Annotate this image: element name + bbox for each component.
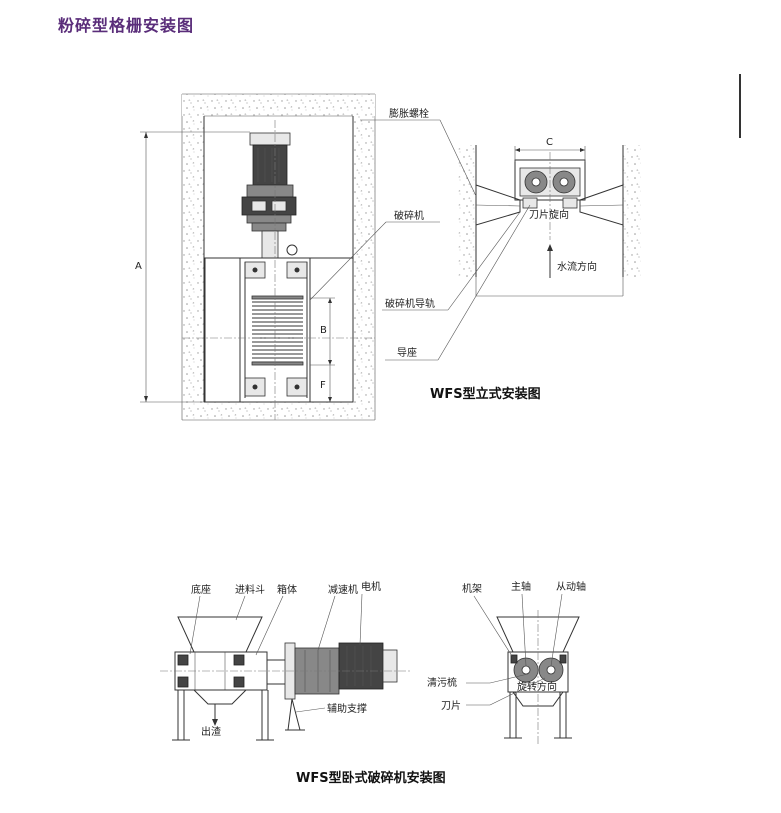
vertical-labels: 膨胀螺栓 破碎机 破碎机导轨 导座 <box>309 107 531 361</box>
dimension-f: F <box>320 380 326 391</box>
dimension-a: A <box>135 261 142 272</box>
horizontal-side-view: 旋转方向 <box>496 610 580 745</box>
side-view-labels: 机架 主轴 从动轴 清污梳 刀片 <box>427 580 586 712</box>
side-rule <box>739 74 741 138</box>
label-expansion-bolt: 膨胀螺栓 <box>389 107 429 120</box>
vertical-dimensions: A B F <box>135 131 335 403</box>
vertical-crusher-body <box>182 120 375 420</box>
label-cleaning-comb: 清污梳 <box>427 676 457 689</box>
vertical-motor-assembly <box>241 132 298 259</box>
label-crusher-rail: 破碎机导轨 <box>385 297 435 310</box>
page-title: 粉碎型格栅安装图 <box>58 16 195 35</box>
label-crusher: 破碎机 <box>394 209 424 222</box>
cutter-stack <box>251 295 304 366</box>
label-feed-hopper: 进料斗 <box>235 583 265 596</box>
label-motor: 电机 <box>361 580 381 593</box>
label-rotation-direction: 旋转方向 <box>517 680 557 693</box>
horizontal-machine: 出渣 <box>160 616 410 741</box>
plan-view: C 刀片旋向 水流方向 <box>458 137 641 297</box>
label-main-shaft: 主轴 <box>511 580 531 593</box>
dimension-b: B <box>320 325 327 336</box>
dimension-c: C <box>546 137 553 148</box>
horizontal-labels: 底座 进料斗 箱体 减速机 电机 辅助支撑 <box>189 580 381 715</box>
label-reducer: 减速机 <box>328 583 358 596</box>
label-blade: 刀片 <box>441 699 461 712</box>
label-base: 底座 <box>191 583 211 596</box>
label-water-flow: 水流方向 <box>557 260 597 273</box>
vertical-caption: WFS型立式安装图 <box>430 386 541 402</box>
label-housing: 箱体 <box>277 583 297 596</box>
vertical-channel <box>181 93 376 421</box>
label-outlet: 出渣 <box>201 725 221 738</box>
horizontal-caption: WFS型卧式破碎机安装图 <box>296 770 446 786</box>
label-blade-rotation: 刀片旋向 <box>529 208 569 221</box>
label-frame: 机架 <box>462 582 482 595</box>
label-aux-support: 辅助支撑 <box>327 702 367 715</box>
label-driven-shaft: 从动轴 <box>556 580 586 593</box>
label-guide-seat: 导座 <box>397 346 417 359</box>
